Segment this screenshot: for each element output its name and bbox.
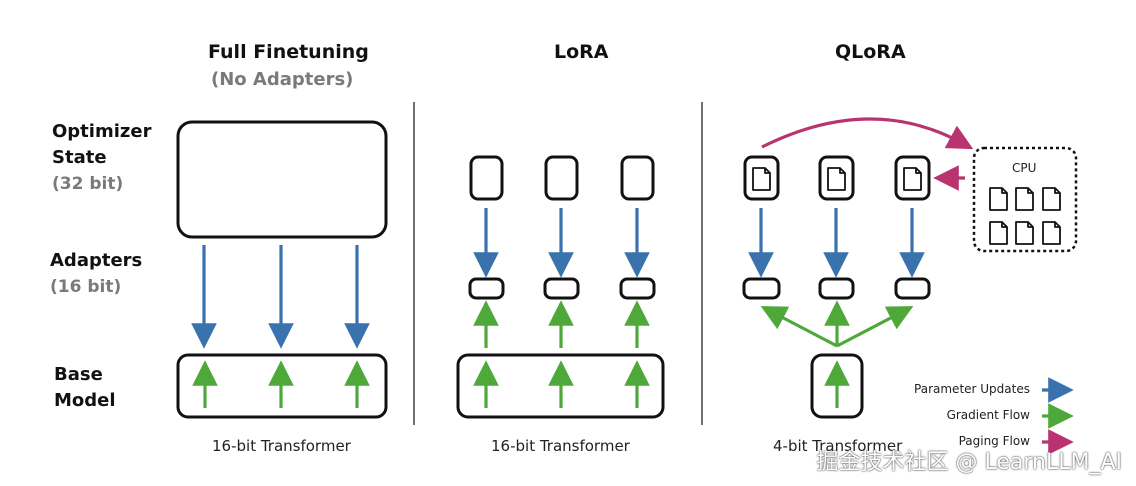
document-icon [1015, 187, 1034, 211]
document-icon [752, 167, 771, 191]
adapters-label-bits: (16 bit) [50, 277, 122, 297]
base-label-line2: Model [54, 390, 116, 411]
legend-parameter-updates-label: Parameter Updates [914, 382, 1030, 396]
optimizer-state-label: Optimizer State (32 bit) [52, 119, 151, 197]
gradient-flow-arrow [760, 306, 838, 348]
document-icon [1042, 221, 1061, 245]
document-icon [1042, 187, 1061, 211]
document-icon [903, 167, 922, 191]
base-label-line1: Base [54, 364, 103, 385]
optimizer-state-box [544, 155, 579, 201]
adapter-box [468, 277, 505, 300]
document-icon [1015, 221, 1034, 245]
optimizer-state-box [469, 155, 504, 201]
parameter-update-arrows [748, 208, 925, 278]
lora-adapter-boxes [468, 277, 656, 300]
gradient-flow-arrows [192, 360, 370, 408]
legend-arrows [1042, 377, 1074, 455]
legend-gradient-flow-label: Gradient Flow [946, 408, 1030, 422]
legend-paging-flow-label: Paging Flow [958, 434, 1030, 448]
optimizer-label-line2: State [52, 147, 107, 168]
full-finetuning-subtitle: (No Adapters) [211, 69, 354, 90]
document-icon [827, 167, 846, 191]
optimizer-label-line1: Optimizer [52, 121, 152, 142]
watermark: 掘金技术社区 @ LearnLLM_AI [816, 450, 1122, 475]
adapter-box [543, 277, 580, 300]
qlora-adapter-boxes [742, 277, 931, 300]
paging-flow-arrows [761, 117, 974, 191]
paging-flow-arrow [761, 117, 974, 150]
base-model-label: Base Model [54, 362, 116, 414]
parameter-update-arrows [191, 245, 370, 349]
parameter-update-arrows [473, 208, 650, 278]
lora-title: LoRA [554, 41, 609, 63]
gradient-flow-arrow [836, 306, 914, 348]
document-icon [989, 221, 1008, 245]
lora-optimizer-boxes [469, 155, 655, 201]
document-icon [989, 187, 1008, 211]
optimizer-state-box [176, 120, 388, 239]
qlora-footer: 4-bit Transformer [773, 437, 903, 455]
optimizer-state-box [620, 155, 655, 201]
adapter-box [818, 277, 855, 300]
optimizer-label-bits: (32 bit) [52, 174, 124, 194]
adapters-label: Adapters (16 bit) [50, 248, 142, 300]
lora-footer: 16-bit Transformer [491, 437, 630, 455]
adapters-label-line1: Adapters [50, 250, 143, 271]
adapter-box [894, 277, 931, 300]
gradient-flow-arrows [473, 300, 650, 408]
full-finetuning-footer: 16-bit Transformer [212, 437, 351, 455]
cpu-label: CPU [1012, 161, 1037, 175]
qlora-title: QLoRA [835, 41, 906, 63]
full-finetuning-title: Full Finetuning [208, 41, 369, 63]
adapter-box [742, 277, 781, 300]
gradient-flow-arrows [760, 300, 914, 408]
adapter-box [619, 277, 656, 300]
